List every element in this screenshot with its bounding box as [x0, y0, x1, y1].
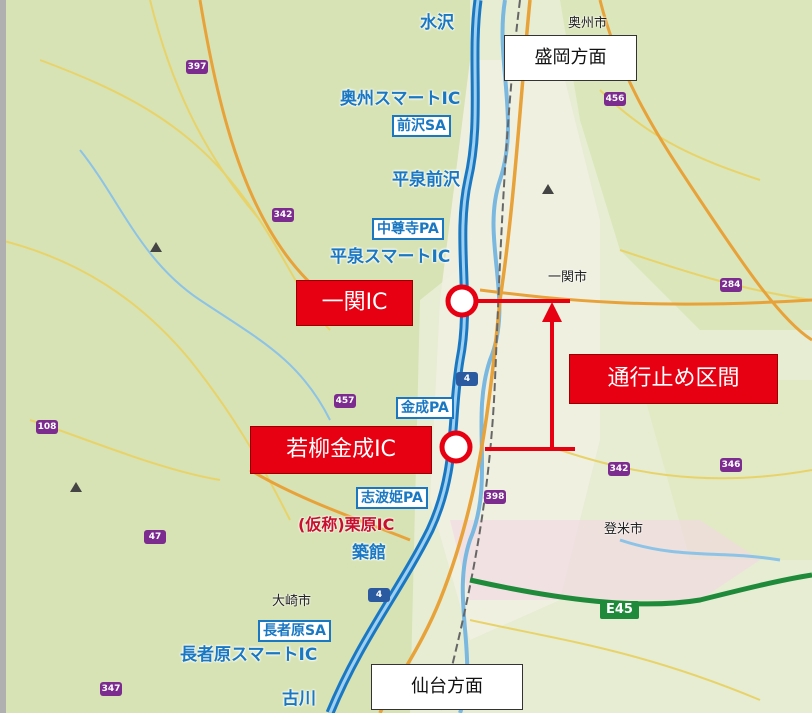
nagajahara-sa-label: 長者原SA [258, 620, 331, 642]
hiraizumi-smart-ic-label: 平泉スマートIC [330, 247, 451, 267]
oshu-city-label: 奥州市 [568, 16, 608, 31]
wakayanagi-konari-ic-callout: 若柳金成IC [250, 426, 432, 474]
maesawa-sa-label: 前沢SA [392, 115, 451, 137]
route-shield: 4 [368, 588, 390, 602]
north-direction-box: 盛岡方面 [504, 35, 637, 81]
tsukidate-label: 築館 [352, 543, 386, 563]
route-shield: 456 [604, 92, 626, 106]
closure-section-callout: 通行止め区間 [569, 354, 778, 404]
route-shield: 108 [36, 420, 58, 434]
tome-city-label: 登米市 [604, 522, 644, 537]
route-shield: 342 [272, 208, 294, 222]
shiwahime-pa-label: 志波姫PA [356, 487, 428, 509]
route-shield: 346 [720, 458, 742, 472]
chusonji-pa-label: 中尊寺PA [372, 218, 444, 240]
ichinoseki-city-label: 一関市 [548, 270, 588, 285]
left-edge [0, 0, 6, 713]
route-shield: 342 [608, 462, 630, 476]
oshu-smart-ic-label: 奥州スマートIC [340, 89, 461, 109]
e45-expressway-sign: E45 [600, 601, 639, 619]
route-shield: 457 [334, 394, 356, 408]
route-shield: 284 [720, 278, 742, 292]
ichinoseki-ic-callout: 一関IC [296, 280, 413, 326]
route-shield: 4 [456, 372, 478, 386]
furukawa-label: 古川 [282, 689, 316, 709]
konari-pa-label: 金成PA [396, 397, 454, 419]
mizusawa-label: 水沢 [420, 13, 454, 33]
nagajahara-smart-ic-label: 長者原スマートIC [180, 645, 318, 665]
route-shield: 347 [100, 682, 122, 696]
hiraizumi-maesawa-label: 平泉前沢 [392, 170, 460, 190]
kurihara-ic-label: (仮称)栗原IC [298, 515, 395, 534]
south-direction-box: 仙台方面 [371, 664, 523, 710]
route-shield: 398 [484, 490, 506, 504]
route-shield: 47 [144, 530, 166, 544]
osaki-city-label: 大崎市 [272, 594, 312, 609]
route-shield: 397 [186, 60, 208, 74]
